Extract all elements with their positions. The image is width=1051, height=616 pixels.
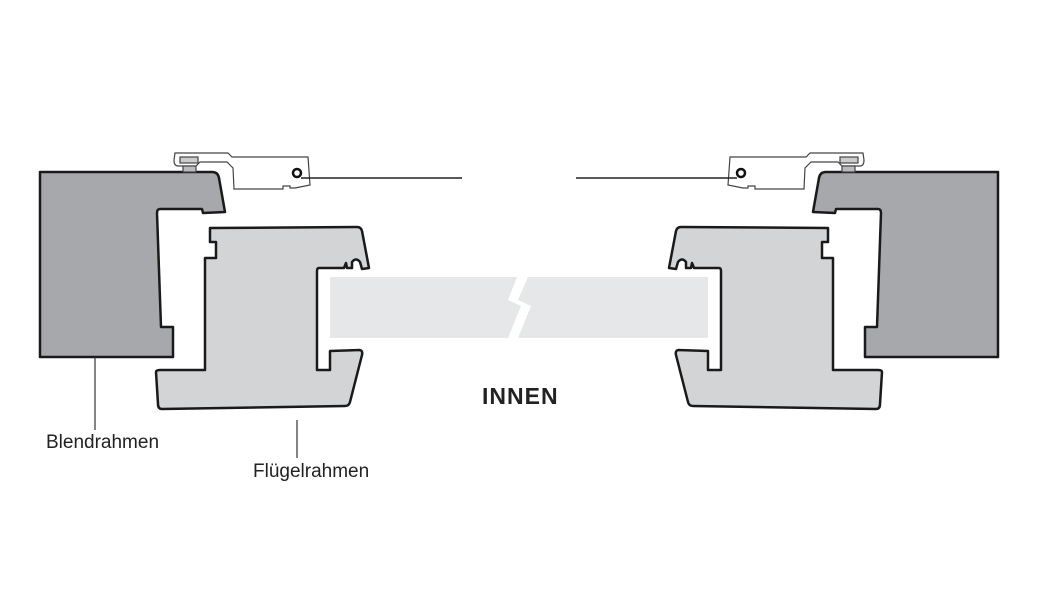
glass-pane-right <box>518 277 708 338</box>
sash-label: Flügelrahmen <box>253 461 370 482</box>
glass-pane-left <box>330 277 521 338</box>
frame-label: Blendrahmen <box>46 432 160 453</box>
inside-label: INNEN <box>482 383 559 409</box>
